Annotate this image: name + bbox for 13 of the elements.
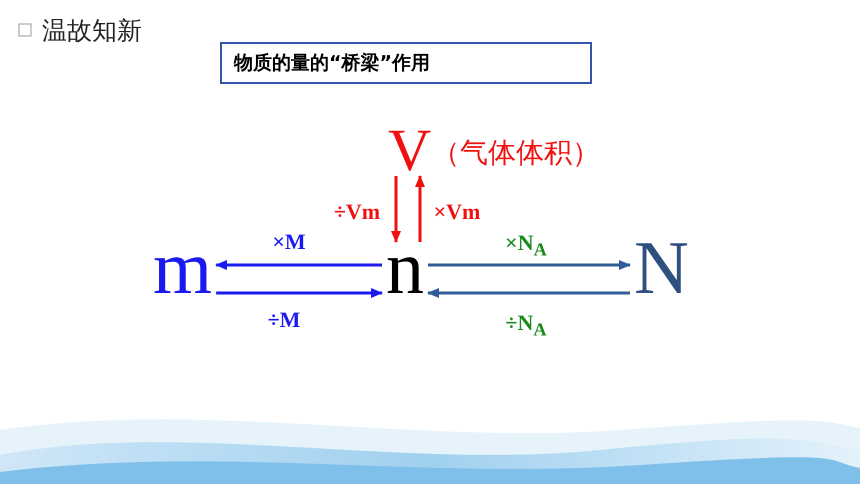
arrow (428, 260, 631, 270)
arrow (427, 288, 630, 298)
arrow (215, 260, 382, 270)
quantity-symbol: N (634, 240, 689, 296)
quantity-symbol: n (386, 240, 424, 296)
arrow (415, 175, 425, 242)
title: 温故知新 (42, 15, 142, 47)
annotation-text: （气体体积） (432, 135, 600, 171)
arrow (391, 176, 401, 243)
quantity-symbol: V (388, 126, 432, 174)
arrow (216, 288, 383, 298)
heading-box: 物质的量的“桥梁”作用 (220, 42, 592, 84)
quantity-symbol: m (153, 240, 212, 296)
